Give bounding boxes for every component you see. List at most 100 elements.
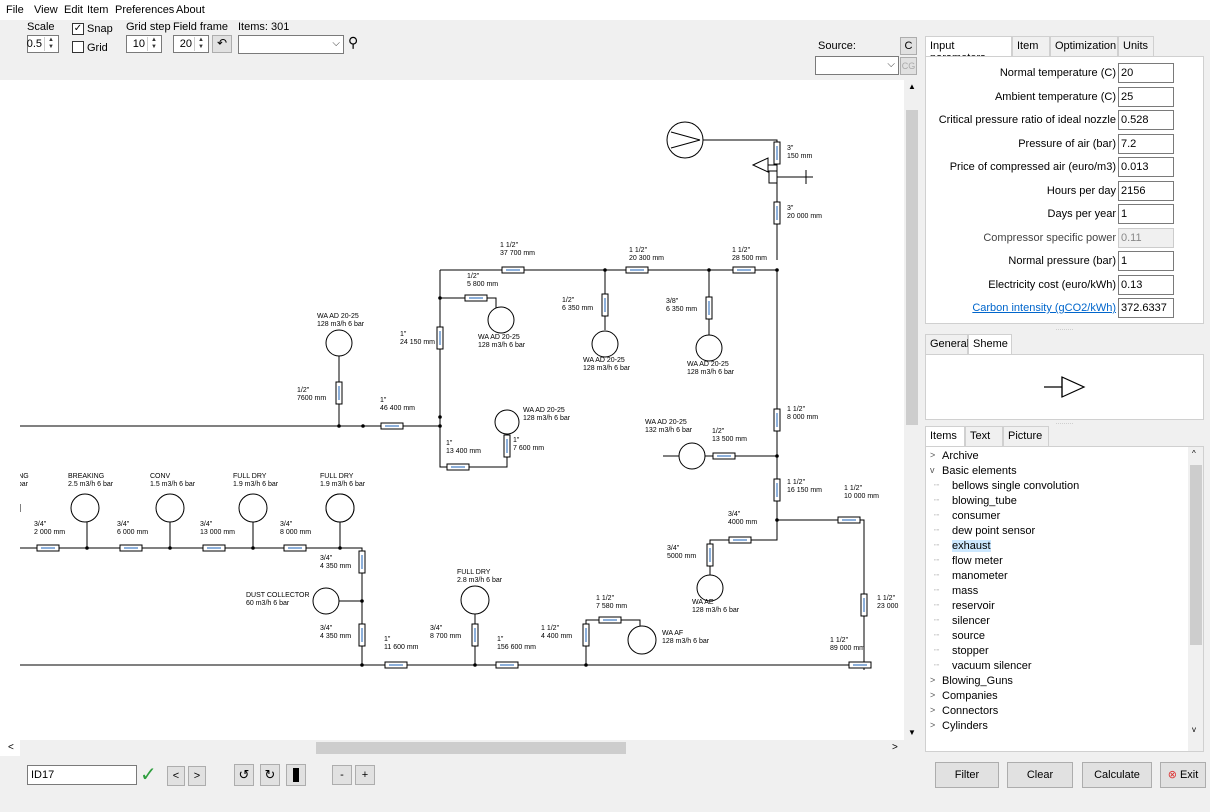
menu-preferences[interactable]: Preferences — [115, 4, 175, 16]
tree-item[interactable]: >Blowing_Guns — [930, 675, 1013, 690]
splitter-handle[interactable]: ········· — [1055, 421, 1074, 427]
flip-icon[interactable] — [286, 764, 306, 786]
menu-bar: File View Edit Item Preferences About — [0, 0, 1210, 20]
scale-spinner[interactable]: 0.5 ▲▼ — [27, 35, 59, 53]
prev-button[interactable]: < — [167, 766, 185, 786]
scroll-down-icon[interactable]: ▼ — [908, 728, 916, 737]
carbon-intensity-link[interactable]: Carbon intensity (gCO2/kWh) — [972, 302, 1116, 314]
splitter-handle[interactable]: ········· — [1055, 327, 1074, 333]
grid-step-spinner[interactable]: 10 ▲▼ — [126, 35, 162, 53]
tree-item[interactable]: >Connectors — [930, 705, 998, 720]
tree-item[interactable]: ┈vacuum silencer — [934, 660, 1031, 675]
tab-picture[interactable]: Picture — [1003, 426, 1049, 446]
tree-item[interactable]: ┈manometer — [934, 570, 1008, 585]
tree-scrollbar[interactable]: ^ v — [1188, 447, 1203, 751]
chevron-right-icon[interactable]: > — [930, 720, 936, 730]
spinner-arrows-icon[interactable]: ▲▼ — [147, 37, 160, 51]
next-button[interactable]: > — [188, 766, 206, 786]
tab-sheme[interactable]: Sheme — [968, 334, 1012, 355]
rotate-left-icon[interactable]: ↺ — [234, 764, 254, 786]
grid-checkbox[interactable] — [72, 41, 84, 53]
tab-general[interactable]: General — [925, 334, 969, 354]
tree-scroll-thumb[interactable] — [1190, 465, 1202, 645]
menu-about[interactable]: About — [176, 4, 205, 16]
tab-text[interactable]: Text — [965, 426, 1003, 446]
cg-button[interactable]: CG — [900, 57, 917, 75]
param-input[interactable]: 1 — [1118, 251, 1174, 271]
tree-item[interactable]: >Cylinders — [930, 720, 988, 735]
spinner-arrows-icon[interactable]: ▲▼ — [44, 37, 57, 51]
horizontal-scrollbar[interactable]: < > — [8, 740, 904, 756]
tree-item[interactable]: ┈mass — [934, 585, 978, 600]
vertical-scroll-thumb[interactable] — [906, 110, 918, 425]
tree-item[interactable]: ┈source — [934, 630, 985, 645]
menu-edit[interactable]: Edit — [64, 4, 83, 16]
rotate-right-icon[interactable]: ↻ — [260, 764, 280, 786]
tree-item[interactable]: ┈bellows single convolution — [934, 480, 1079, 495]
clear-button[interactable]: Clear — [1007, 762, 1073, 788]
pipe-length-label: 16 150 mm — [787, 487, 822, 494]
snap-checkbox[interactable]: ✓ — [72, 23, 84, 35]
tree-item[interactable]: ┈blowing_tube — [934, 495, 1017, 510]
tree-item[interactable]: ┈reservoir — [934, 600, 995, 615]
source-combo[interactable]: ⌵ — [815, 56, 899, 75]
chevron-right-icon[interactable]: > — [930, 450, 936, 460]
menu-item[interactable]: Item — [87, 4, 109, 16]
menu-file[interactable]: File — [6, 4, 24, 16]
tree-item[interactable]: ┈stopper — [934, 645, 989, 660]
filter-button[interactable]: Filter — [935, 762, 999, 788]
calculate-button[interactable]: Calculate — [1082, 762, 1152, 788]
tab-optimization[interactable]: Optimization — [1050, 36, 1118, 56]
tree-item[interactable]: ┈consumer — [934, 510, 1000, 525]
undo-icon[interactable]: ↶ — [212, 35, 232, 53]
exit-button[interactable]: ⊗ Exit — [1160, 762, 1206, 788]
scroll-left-icon[interactable]: < — [8, 742, 14, 753]
tree-item[interactable]: >Companies — [930, 690, 998, 705]
param-input[interactable]: 25 — [1118, 86, 1174, 107]
param-input[interactable]: 372.6337 — [1118, 298, 1174, 318]
tree-item[interactable]: ┈flow meter — [934, 555, 1003, 570]
tab-input-parameters[interactable]: Input parameters — [925, 36, 1012, 64]
tree-item[interactable]: ┈dew point sensor — [934, 525, 1035, 540]
binoculars-icon[interactable]: ⚲ — [348, 34, 359, 50]
vertical-scrollbar[interactable]: ▲ ▼ — [904, 80, 920, 740]
zoom-in-button[interactable]: + — [355, 765, 375, 785]
spinner-arrows-icon[interactable]: ▲▼ — [194, 37, 207, 51]
param-input[interactable]: 2156 — [1118, 180, 1174, 201]
tab-items[interactable]: Items — [925, 426, 965, 447]
c-button[interactable]: C — [900, 37, 917, 55]
chevron-down-icon[interactable]: v — [930, 465, 935, 475]
pipe-length-label: 4 400 mm — [541, 633, 572, 640]
scroll-up-icon[interactable]: ^ — [1192, 449, 1196, 458]
chevron-right-icon[interactable]: > — [930, 690, 936, 700]
tree-item[interactable]: ┈silencer — [934, 615, 990, 630]
tab-item[interactable]: Item — [1012, 36, 1050, 56]
zoom-out-button[interactable]: - — [332, 765, 352, 785]
param-input[interactable]: 7.2 — [1118, 133, 1174, 154]
chevron-right-icon[interactable]: > — [930, 675, 936, 685]
menu-view[interactable]: View — [34, 4, 58, 16]
horizontal-scroll-thumb[interactable] — [316, 742, 626, 754]
scroll-right-icon[interactable]: > — [892, 742, 898, 753]
items-combo[interactable]: ⌵ — [238, 35, 344, 54]
scroll-up-icon[interactable]: ▲ — [908, 82, 916, 91]
param-input[interactable]: 0.013 — [1118, 157, 1174, 177]
field-frame-spinner[interactable]: 20 ▲▼ — [173, 35, 209, 53]
param-input[interactable]: 0.528 — [1118, 110, 1174, 130]
id-input[interactable]: ID17 — [27, 765, 137, 785]
chevron-right-icon[interactable]: > — [930, 705, 936, 715]
param-input[interactable]: 1 — [1118, 204, 1174, 224]
tree-item[interactable]: ┈exhaust — [934, 540, 991, 555]
scroll-down-icon[interactable]: v — [1192, 725, 1196, 734]
param-input[interactable]: 0.13 — [1118, 274, 1174, 295]
tree-item[interactable]: >Archive — [930, 450, 979, 465]
tab-units[interactable]: Units — [1118, 36, 1154, 56]
right-panel: Input parameters Item Optimization Units… — [920, 20, 1210, 812]
param-input[interactable]: 20 — [1118, 63, 1174, 83]
consumer-name-label: FULL DRY — [320, 473, 354, 480]
check-icon[interactable]: ✓ — [140, 764, 157, 786]
